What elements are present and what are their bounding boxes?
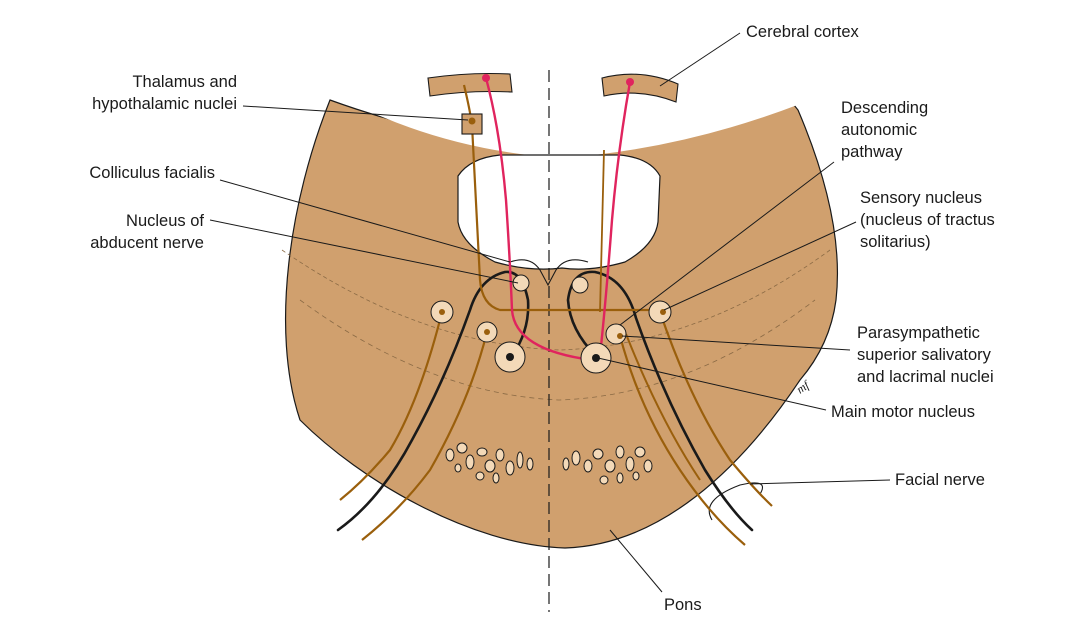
nucleus-salivatory-right [605, 323, 627, 345]
label-line: (nucleus of tractus [860, 211, 995, 229]
label-thalamus: Thalamus and hypothalamic nuclei [92, 71, 237, 115]
facial-nerve-fiber-right [566, 270, 754, 532]
fourth-ventricle [457, 154, 661, 270]
label-line: Main motor nucleus [831, 403, 975, 421]
facial-nerve-fiber-left [336, 270, 530, 532]
leader-lines [209, 32, 891, 593]
brown-fiber-left-inner [361, 331, 489, 541]
label-line: Thalamus and [132, 73, 237, 91]
pontine-nuclei-right [562, 445, 653, 485]
label-main-motor: Main motor nucleus [831, 401, 975, 423]
label-cerebral-cortex: Cerebral cortex [746, 21, 859, 43]
cortical-fiber-right [598, 81, 632, 357]
brown-fiber-left-outer [339, 311, 444, 501]
label-line: Cerebral cortex [746, 23, 859, 41]
cortical-fiber-left [484, 77, 593, 362]
label-line: Facial nerve [895, 471, 985, 489]
nucleus-salivatory-left [476, 321, 498, 343]
brown-fiber-right-mid [625, 333, 701, 481]
label-line: Parasympathetic [857, 324, 980, 342]
label-colliculus: Colliculus facialis [89, 162, 215, 184]
descending-autonomic-fiber [462, 84, 662, 312]
label-pons: Pons [664, 594, 702, 616]
cortex-segment-right [601, 73, 679, 103]
nucleus-abducent-right [571, 276, 589, 294]
label-sensory: Sensory nucleus (nucleus of tractus solita… [860, 187, 995, 253]
label-line: pathway [841, 143, 903, 161]
colliculus-facialis [509, 259, 589, 287]
label-line: solitarius) [860, 233, 931, 251]
label-line: superior salivatory [857, 346, 991, 364]
label-facial-nerve: Facial nerve [895, 469, 985, 491]
brown-fiber-right-outer [658, 311, 773, 507]
label-abducent: Nucleus of abducent nerve [90, 210, 204, 254]
label-line: Pons [664, 596, 702, 614]
label-line: Colliculus facialis [89, 164, 215, 182]
label-line: hypothalamic nuclei [92, 95, 237, 113]
brown-fiber-right-inner [618, 335, 746, 546]
label-line: and lacrimal nuclei [857, 368, 994, 386]
nucleus-motor-right [580, 342, 612, 374]
cortex-segment-left [427, 72, 513, 97]
pontine-nuclei-left [445, 442, 534, 484]
label-line: Nucleus of [126, 212, 204, 230]
nucleus-abducent-left [512, 274, 530, 292]
label-parasympathetic: Parasympathetic superior salivatory and la… [857, 322, 994, 388]
label-line: Descending [841, 99, 929, 117]
label-line: Sensory nucleus [860, 189, 982, 207]
nucleus-sensory-right [648, 300, 672, 324]
label-line: autonomic [841, 121, 918, 139]
label-descending: Descending autonomic pathway [841, 97, 928, 163]
nucleus-sensory-left [430, 300, 454, 324]
nucleus-motor-left [494, 341, 526, 373]
label-line: abducent nerve [90, 234, 204, 252]
